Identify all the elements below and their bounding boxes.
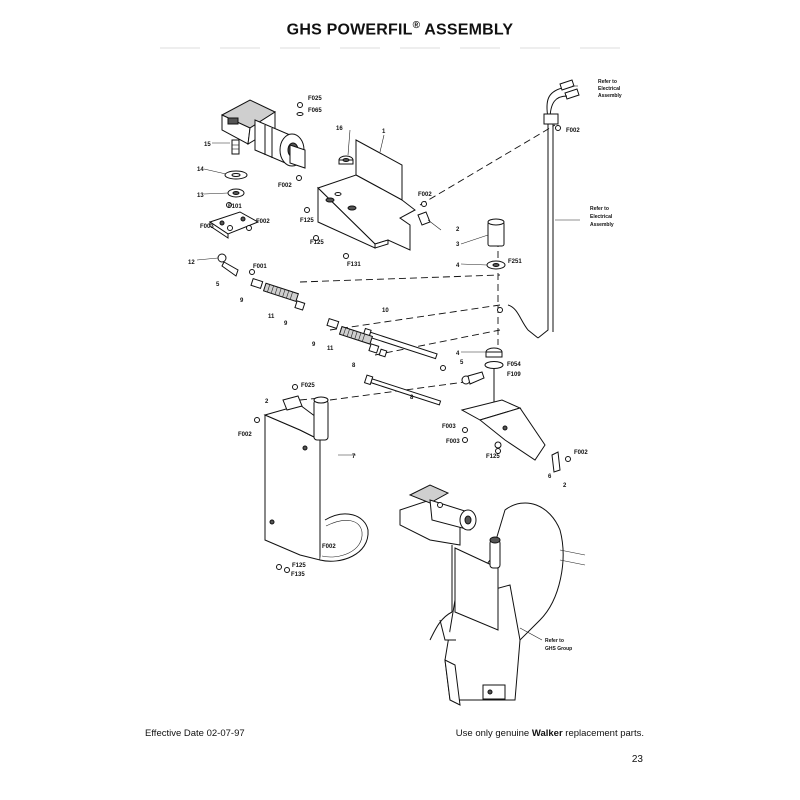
ref-electrical-mid-1: Refer to xyxy=(590,206,609,212)
callout-f003-defl: F003 xyxy=(442,424,456,430)
ref-ghs-group-2: GHS Group xyxy=(545,646,572,652)
callout-f125-base: F125 xyxy=(292,563,306,569)
page-title: GHS POWERFIL® ASSEMBLY xyxy=(0,20,800,39)
callout-11b: 11 xyxy=(327,346,334,352)
callout-9b: 9 xyxy=(284,321,288,327)
callout-f002-defl: F002 xyxy=(574,450,588,456)
callout-f002-motor: F002 xyxy=(278,183,292,189)
callout-2b: 2 xyxy=(265,399,269,405)
leader-lines xyxy=(196,85,580,641)
page-number: 23 xyxy=(631,754,643,765)
callout-f003-bracket: F003 xyxy=(200,224,214,230)
callout-f003-defl2: F003 xyxy=(446,439,460,445)
spring-lower xyxy=(326,317,388,358)
vertical-housing xyxy=(263,395,369,562)
replacement-notice: Use only genuine Walker replacement part… xyxy=(456,728,644,739)
callout-f125-plate2: F125 xyxy=(310,240,324,246)
callout-9a: 9 xyxy=(240,298,244,304)
callout-7: 7 xyxy=(352,454,356,460)
bracket-plate xyxy=(208,211,260,239)
rods-mid xyxy=(361,327,442,406)
callout-f131: F131 xyxy=(347,262,361,268)
alignment-lines xyxy=(299,124,556,401)
callout-f002-housing: F002 xyxy=(238,432,252,438)
callout-f101: F101 xyxy=(228,204,242,210)
callout-8b: 8 xyxy=(410,395,414,401)
ref-electrical-top-1: Refer to xyxy=(598,79,617,85)
brand-name: Walker xyxy=(531,728,563,739)
callout-f054: F054 xyxy=(507,362,521,368)
ref-electrical-top-2: Electrical xyxy=(598,86,621,92)
title-text: GHS POWERFIL xyxy=(286,21,413,39)
callout-1: 1 xyxy=(382,129,386,135)
callout-f002-bracket: F002 xyxy=(256,219,270,225)
chute-assembly xyxy=(399,484,586,706)
callout-labels: 1 16 15 14 13 12 5 9 11 9 9 11 10 8 8 2 … xyxy=(188,79,622,652)
callout-15: 15 xyxy=(204,142,211,148)
ref-electrical-mid-2: Electrical xyxy=(590,214,613,220)
bumper-stack xyxy=(417,211,506,270)
ref-electrical-top-3: Assembly xyxy=(598,93,622,99)
callout-4a: 4 xyxy=(456,263,460,269)
notice-prefix: Use only genuine xyxy=(455,728,532,739)
callout-f135: F135 xyxy=(291,572,305,578)
callout-8a: 8 xyxy=(352,363,356,369)
callout-f125-defl: F125 xyxy=(486,454,500,460)
callout-12: 12 xyxy=(188,260,195,266)
callout-9c: 9 xyxy=(312,342,316,348)
callout-f125-plate: F125 xyxy=(300,218,314,224)
callout-16: 16 xyxy=(336,126,343,132)
callout-6: 6 xyxy=(548,474,552,480)
ref-electrical-mid-3: Assembly xyxy=(590,222,614,228)
mounting-plate xyxy=(317,139,416,251)
callout-10: 10 xyxy=(382,308,389,314)
title-tail: ASSEMBLY xyxy=(420,21,514,39)
motor-assembly xyxy=(220,99,306,169)
callout-f001: F001 xyxy=(253,264,267,270)
callout-5b: 5 xyxy=(460,360,464,366)
ball-joint-left xyxy=(217,253,239,277)
effective-date: Effective Date 02-07-97 xyxy=(145,728,245,739)
hardware-markers xyxy=(226,102,571,573)
callout-5a: 5 xyxy=(216,282,220,288)
callout-f025-housing: F025 xyxy=(301,383,315,389)
deflector-bracket xyxy=(460,399,561,473)
callout-3: 3 xyxy=(456,242,460,248)
ref-ghs-group-1: Refer to xyxy=(545,638,564,644)
callout-13: 13 xyxy=(197,193,204,199)
callout-f109: F109 xyxy=(507,372,521,378)
callout-11a: 11 xyxy=(268,314,275,320)
callout-f002-cable: F002 xyxy=(566,128,580,134)
registered-mark: ® xyxy=(412,20,421,31)
spring-upper xyxy=(250,277,306,311)
callout-f025-top: F025 xyxy=(308,96,322,102)
callout-2a: 2 xyxy=(456,227,460,233)
callout-f002-clip: F002 xyxy=(418,192,432,198)
callout-14: 14 xyxy=(197,167,204,173)
callout-f065: F065 xyxy=(308,108,322,114)
ball-joint-right xyxy=(461,347,504,412)
washers-left xyxy=(224,170,248,198)
cable-rod xyxy=(507,79,580,339)
callout-4b: 4 xyxy=(456,351,460,357)
callout-f002-base: F002 xyxy=(322,544,336,550)
grommet xyxy=(338,155,354,165)
callout-2c: 2 xyxy=(563,483,567,489)
callout-f251: F251 xyxy=(508,259,522,265)
notice-suffix: replacement parts. xyxy=(562,728,644,739)
